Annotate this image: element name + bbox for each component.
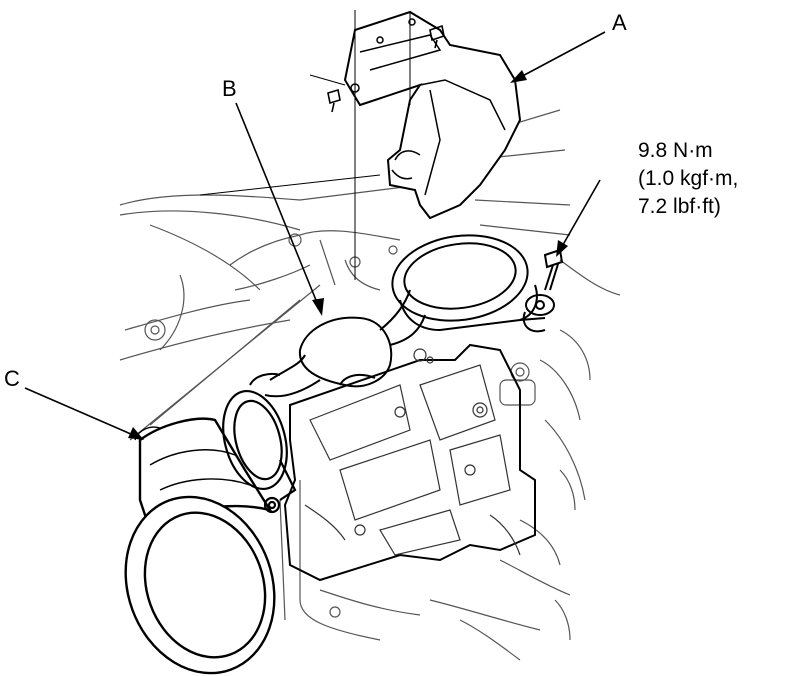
upper-inlet xyxy=(391,234,546,332)
bracket-a-bolts xyxy=(327,24,445,113)
torque-spec-line-1: 9.8 N·m xyxy=(638,139,713,162)
duct-clamp-ring xyxy=(222,389,297,514)
torque-spec-line-2: (1.0 kgf·m, xyxy=(638,167,738,190)
engine-plate xyxy=(283,343,536,582)
callout-label-b: B xyxy=(222,76,237,101)
arrowheads xyxy=(128,70,568,440)
lower-duct-c xyxy=(124,417,276,675)
bracket-a-leader-lines xyxy=(199,10,411,280)
air-duct-tube xyxy=(249,289,426,398)
callout-label-c: C xyxy=(4,366,20,391)
callout-arrows xyxy=(24,31,606,439)
engine-plate-detail xyxy=(304,348,521,556)
bracket-a-detail xyxy=(350,18,506,196)
torque-spec-line-3: 7.2 lbf·ft) xyxy=(638,195,721,218)
callout-label-a: A xyxy=(612,10,627,35)
engine-bay-background xyxy=(119,109,621,661)
torque-bolt xyxy=(522,248,564,333)
bracket-a xyxy=(343,10,522,220)
